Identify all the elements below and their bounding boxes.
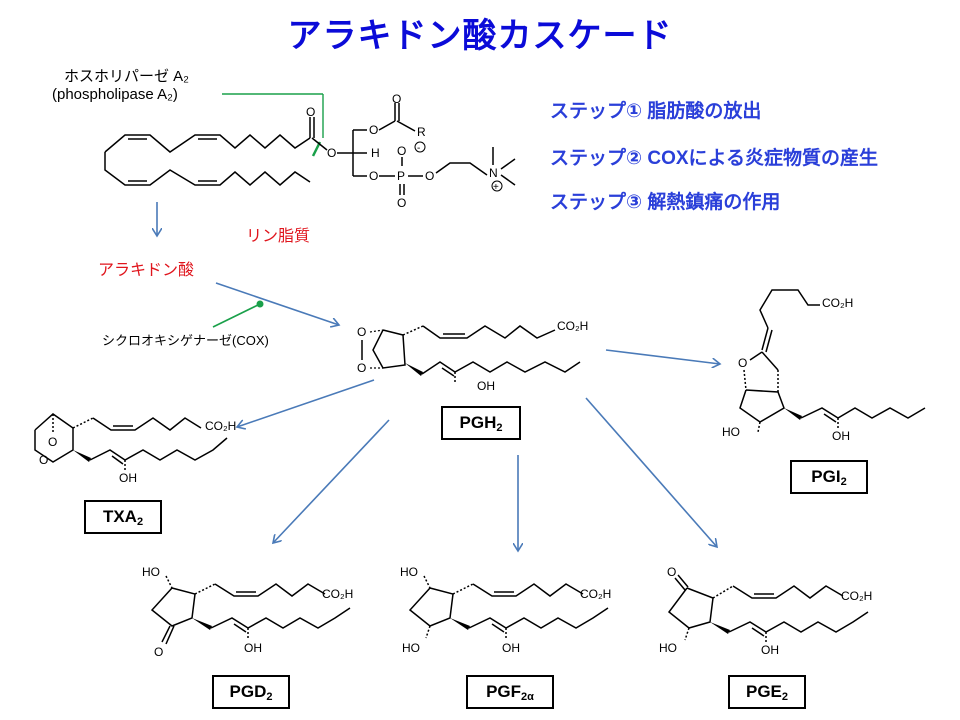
phospholipid-structure: O O O O R - H O P O O O N + bbox=[104, 92, 516, 210]
svg-text:O: O bbox=[667, 565, 676, 579]
svg-text:O: O bbox=[397, 196, 406, 210]
svg-text:R: R bbox=[417, 125, 426, 139]
pgi2-structure: CO₂H O HO OH bbox=[722, 289, 926, 443]
pla2-label-jp: ホスホリパーゼ A₂ bbox=[64, 68, 189, 85]
arachidonic-acid-label: アラキドン酸 bbox=[98, 262, 195, 279]
txa2-structure: O O CO₂H OH bbox=[34, 413, 236, 485]
step-3: ステップ③ 解熱鎮痛の作用 bbox=[550, 192, 781, 213]
cox-pointer-line bbox=[212, 303, 261, 328]
svg-text:HO: HO bbox=[402, 641, 420, 655]
svg-text:OH: OH bbox=[477, 379, 495, 393]
cox-label: シクロオキシゲナーゼ(COX) bbox=[102, 333, 269, 348]
svg-text:O: O bbox=[369, 169, 378, 183]
svg-text:N: N bbox=[489, 166, 498, 180]
svg-text:OH: OH bbox=[244, 641, 262, 655]
svg-text:O: O bbox=[357, 361, 366, 375]
svg-text:CO₂H: CO₂H bbox=[822, 296, 853, 310]
pgi2-label-box: PGI2 bbox=[790, 460, 868, 494]
svg-text:O: O bbox=[48, 435, 57, 449]
arrow-aa-to-pgh2 bbox=[215, 282, 339, 325]
svg-text:HO: HO bbox=[142, 565, 160, 579]
svg-text:H: H bbox=[371, 146, 380, 160]
step-2: ステップ② COXによる炎症物質の産生 bbox=[550, 148, 878, 169]
svg-text:O: O bbox=[369, 123, 378, 137]
slide-title: アラキドン酸カスケード bbox=[287, 17, 673, 55]
svg-text:OH: OH bbox=[832, 429, 850, 443]
step-1: ステップ① 脂肪酸の放出 bbox=[550, 101, 762, 122]
pgd2-structure: HO O CO₂H OH bbox=[142, 565, 353, 659]
atom-o: O bbox=[306, 105, 315, 119]
svg-text:-: - bbox=[417, 143, 420, 154]
phospholipid-label: リン脂質 bbox=[246, 228, 311, 245]
svg-text:HO: HO bbox=[659, 641, 677, 655]
pgd2-label-box: PGD2 bbox=[212, 675, 290, 709]
txa2-label-box: TXA2 bbox=[84, 500, 162, 534]
svg-text:CO₂H: CO₂H bbox=[205, 419, 236, 433]
svg-text:OH: OH bbox=[761, 643, 779, 657]
svg-text:O: O bbox=[39, 453, 48, 467]
arrow-pgh2-to-txa2 bbox=[237, 379, 375, 427]
pge2-label-box: PGE2 bbox=[728, 675, 806, 709]
pgh2-structure: O O CO₂H OH bbox=[357, 319, 588, 393]
svg-text:O: O bbox=[392, 92, 401, 106]
svg-text:P: P bbox=[397, 169, 405, 183]
svg-text:O: O bbox=[327, 146, 336, 160]
pgf2a-structure: HO HO CO₂H OH bbox=[400, 565, 611, 655]
svg-text:O: O bbox=[154, 645, 163, 659]
svg-text:CO₂H: CO₂H bbox=[322, 587, 353, 601]
svg-text:O: O bbox=[397, 144, 406, 158]
svg-text:O: O bbox=[425, 169, 434, 183]
svg-text:+: + bbox=[493, 182, 499, 193]
arrow-pgh2-to-pgd2 bbox=[273, 419, 390, 543]
arrow-pgh2-to-pge2 bbox=[585, 397, 717, 547]
svg-text:OH: OH bbox=[502, 641, 520, 655]
pla2-label-en: (phospholipase A₂) bbox=[52, 86, 178, 103]
svg-text:CO₂H: CO₂H bbox=[557, 319, 588, 333]
cox-pointer-dot bbox=[256, 300, 264, 308]
svg-text:O: O bbox=[738, 356, 747, 370]
pgf2a-label-box: PGF2α bbox=[466, 675, 554, 709]
svg-text:CO₂H: CO₂H bbox=[841, 589, 872, 603]
svg-text:HO: HO bbox=[400, 565, 418, 579]
svg-text:O: O bbox=[357, 325, 366, 339]
svg-text:HO: HO bbox=[722, 425, 740, 439]
pge2-structure: O HO CO₂H OH bbox=[659, 565, 872, 657]
arrow-pgh2-to-pgi2 bbox=[605, 349, 720, 364]
svg-text:OH: OH bbox=[119, 471, 137, 485]
svg-text:CO₂H: CO₂H bbox=[580, 587, 611, 601]
pgh2-label-box: PGH2 bbox=[441, 406, 521, 440]
